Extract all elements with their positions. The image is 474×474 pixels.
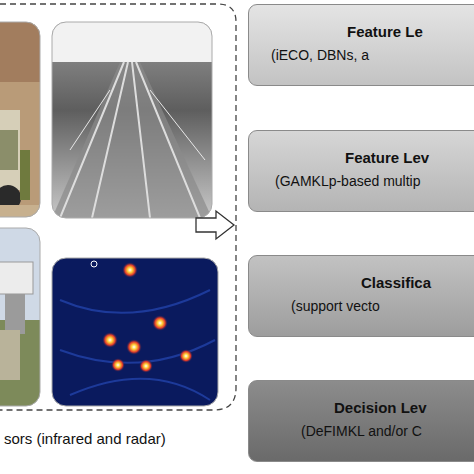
level-title: Decision Lev: [334, 399, 427, 416]
level-title: Feature Le: [347, 23, 423, 40]
level-box: Decision Lev (DeFIMKL and/or C: [248, 380, 474, 462]
level-method: (GAMKLp-based multip: [275, 173, 421, 189]
level-title: Feature Lev: [345, 149, 429, 166]
level-box: Classifica (support vecto: [248, 255, 474, 337]
level-box: Feature Lev (GAMKLp-based multip: [248, 130, 474, 212]
radar-image: [52, 258, 218, 406]
vehicle-photo: [0, 22, 40, 217]
sensor-caption: sors (infrared and radar): [4, 430, 166, 447]
level-title: Classifica: [361, 274, 431, 291]
radar-vehicle-photo: [0, 228, 40, 406]
level-method: (iECO, DBNs, a: [271, 47, 369, 63]
hollow-arrow: [196, 211, 234, 239]
level-method: (DeFIMKL and/or C: [301, 423, 422, 439]
infrared-image: [52, 22, 212, 218]
level-method: (support vecto: [291, 298, 380, 314]
level-box: Feature Le (iECO, DBNs, a: [248, 4, 474, 86]
